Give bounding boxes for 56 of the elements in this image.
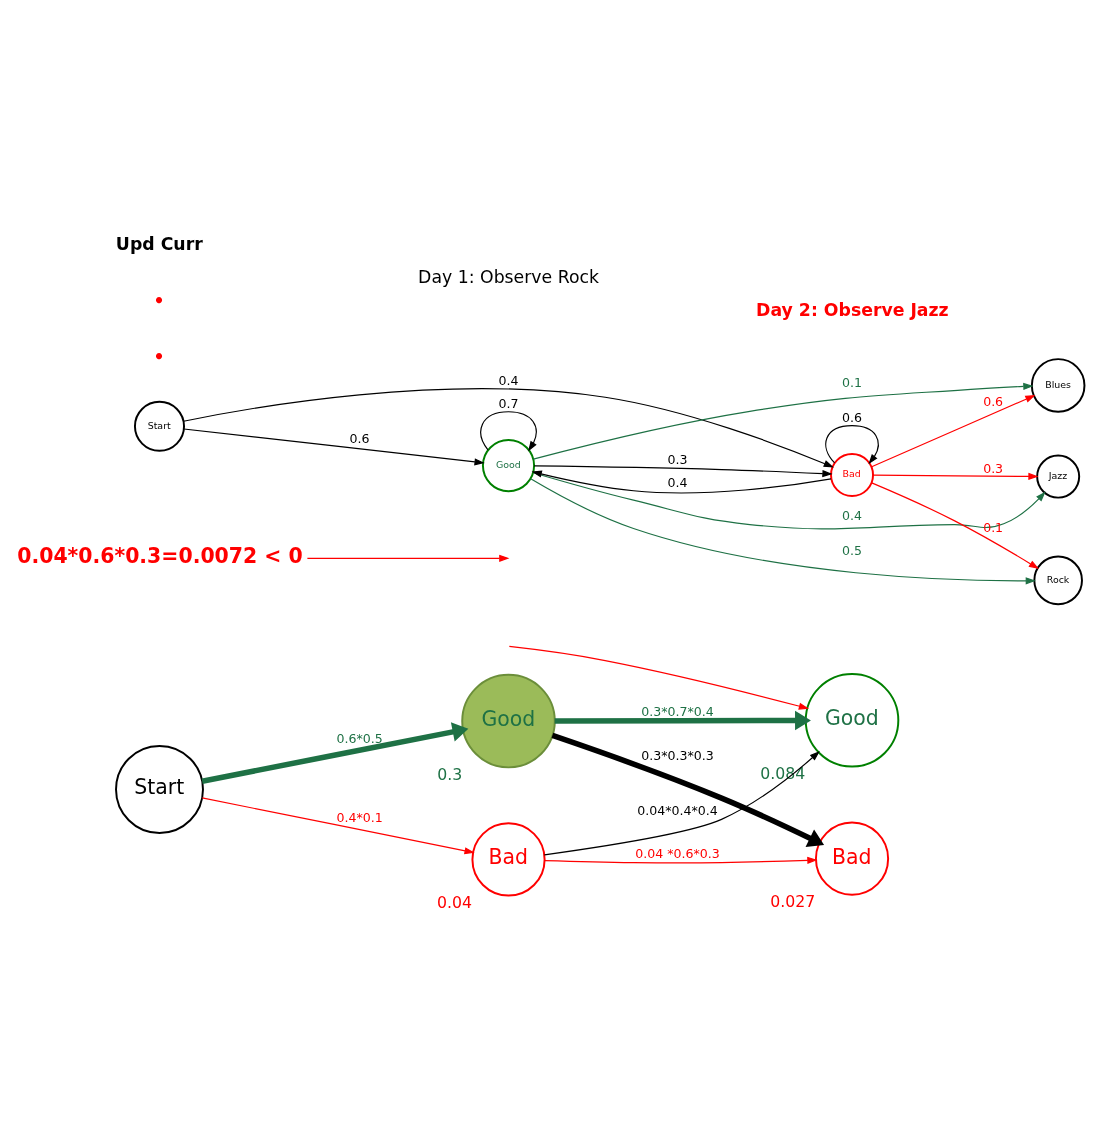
arrow xyxy=(543,751,820,856)
arrow xyxy=(533,465,833,478)
edge-label: 0.3 xyxy=(667,451,688,467)
edge-label: 0.6*0.5 xyxy=(336,730,383,746)
edge-label: 0.6 xyxy=(349,431,370,447)
arrow xyxy=(871,395,1036,468)
node-label: 0.3 xyxy=(437,764,463,784)
node-circle: Rock xyxy=(1033,555,1083,606)
edge-label: 0.4 xyxy=(667,474,688,490)
arrow xyxy=(183,428,485,466)
node-text: 0.04*0.6*0.3=0.0072 < 0 xyxy=(17,543,303,568)
edge-label: 0.04 *0.6*0.3 xyxy=(635,846,720,862)
arrow xyxy=(306,554,510,562)
node-circle: Start xyxy=(115,745,204,834)
arrow xyxy=(825,425,879,465)
arrow xyxy=(531,470,832,494)
node-circle: Good xyxy=(461,673,556,769)
arrow xyxy=(201,722,469,784)
node-circle: Bad xyxy=(471,822,546,897)
node-label: 0.04 xyxy=(437,893,473,913)
edge-label: 0.7 xyxy=(498,395,519,411)
edge-label: 0.3 xyxy=(983,460,1004,476)
edge-label: 0.5 xyxy=(842,543,863,559)
arrow xyxy=(508,645,809,710)
node-label: 0.027 xyxy=(770,892,816,912)
label: Upd Curr xyxy=(115,233,203,254)
node-circle: Jazz xyxy=(1036,454,1081,499)
edge-label: 0.4*0.1 xyxy=(336,810,383,826)
arrow xyxy=(532,382,1034,460)
arrow xyxy=(201,797,475,855)
arrow xyxy=(480,411,537,452)
label: • xyxy=(153,290,165,311)
arrow xyxy=(872,472,1039,480)
arrow xyxy=(554,710,811,731)
label: Day 1: Observe Rock xyxy=(418,266,600,287)
label: Day 2: Observe Jazz xyxy=(756,299,949,320)
arrow xyxy=(183,388,834,468)
node-circle: Start xyxy=(133,400,186,452)
node-circle: Bad xyxy=(814,821,890,896)
edge-label: 0.4 xyxy=(498,373,519,389)
edge-label: 0.6 xyxy=(842,409,863,425)
arrow xyxy=(532,472,1046,530)
edge-label: 0.1 xyxy=(842,374,863,390)
arrow xyxy=(871,482,1040,569)
node-circle: Good xyxy=(804,673,900,768)
edge-label: 0.3*0.3*0.3 xyxy=(641,748,714,764)
node-circle: Bad xyxy=(830,453,875,498)
node-circle: Blues xyxy=(1030,358,1086,413)
label: • xyxy=(153,347,165,368)
edge-label: 0.4 xyxy=(842,508,863,524)
arrow xyxy=(530,478,1036,585)
edge-label: 0.3*0.7*0.4 xyxy=(641,704,714,720)
edge-label: 0.04*0.4*0.4 xyxy=(637,803,718,819)
arrow xyxy=(544,856,818,864)
edge-label: 0.6 xyxy=(983,393,1004,409)
arrow xyxy=(551,732,825,847)
